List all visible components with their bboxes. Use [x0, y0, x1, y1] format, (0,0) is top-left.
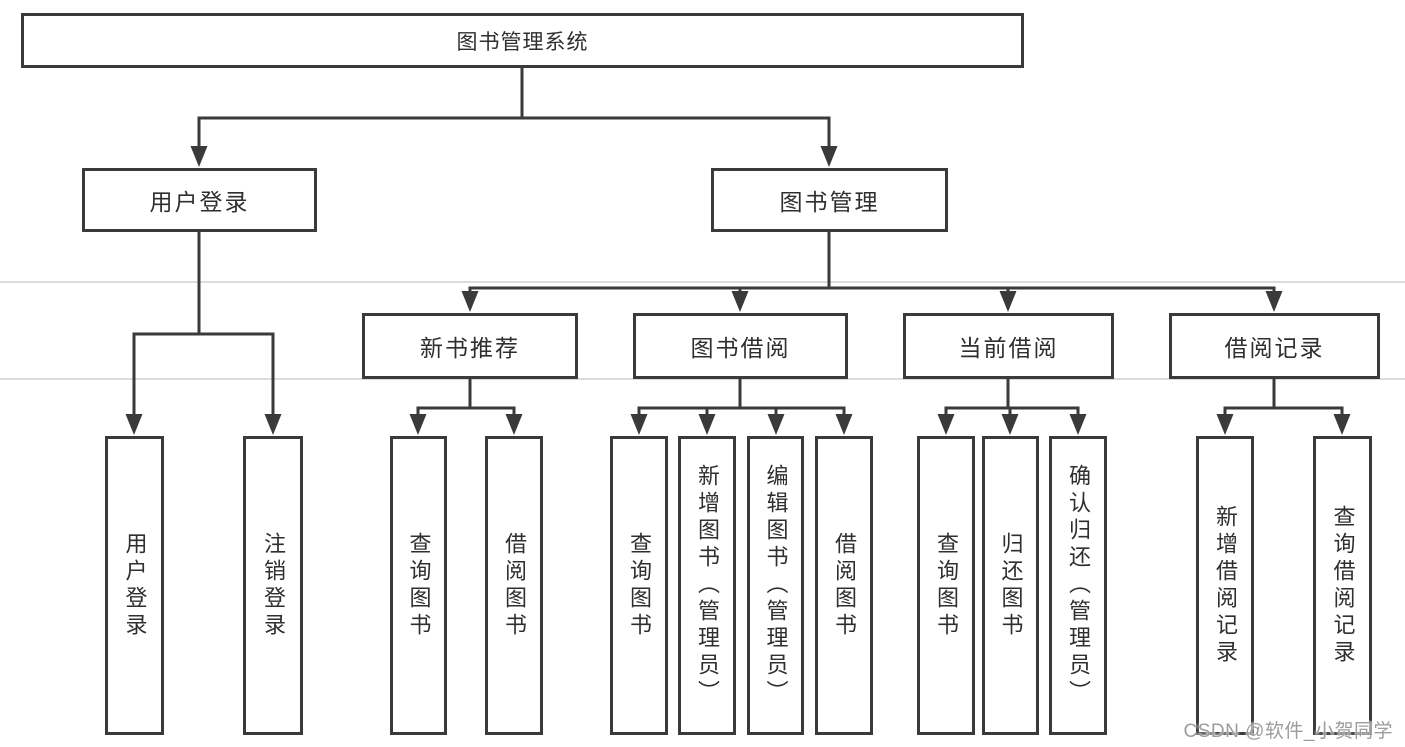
node-book-borrow: 图书借阅	[633, 313, 848, 379]
node-current-borrow-label: 当前借阅	[958, 335, 1059, 361]
branch-root	[190, 66, 838, 167]
node-new-books: 新书推荐	[362, 313, 578, 379]
node-root-label: 图书管理系统	[456, 30, 589, 54]
node-new-books-label: 新书推荐	[420, 335, 520, 361]
faint-guide-lines	[0, 281, 1405, 380]
node-user-login: 用户登录	[82, 168, 317, 232]
node-book-borrow-label: 图书借阅	[690, 335, 791, 361]
node-leaf-confirm-return-admin: 确认归还（管理员）	[1049, 436, 1107, 735]
leaf-label: 查询图书	[406, 531, 432, 640]
node-leaf-query-books-1: 查询图书	[390, 436, 447, 735]
node-leaf-add-books-admin: 新增图书（管理员）	[678, 436, 736, 735]
leaf-label: 编辑图书（管理员）	[763, 464, 789, 707]
leaf-label: 新增借阅记录	[1213, 504, 1238, 667]
node-leaf-add-borrow-record: 新增借阅记录	[1196, 436, 1254, 735]
node-leaf-query-borrow-record: 查询借阅记录	[1313, 436, 1372, 735]
branch-book-borrow	[630, 375, 853, 435]
leaf-label: 新增图书（管理员）	[695, 464, 720, 707]
node-borrow-records: 借阅记录	[1169, 313, 1380, 379]
leaf-label: 查询借阅记录	[1330, 504, 1356, 667]
branch-user-login	[125, 228, 282, 435]
leaf-label: 归还图书	[998, 531, 1024, 640]
branch-borrow-records	[1216, 375, 1351, 435]
leaf-label: 借阅图书	[502, 531, 527, 640]
node-leaf-logout: 注销登录	[243, 436, 303, 735]
node-user-login-label: 用户登录	[149, 189, 250, 215]
branch-new-books	[409, 375, 523, 435]
leaf-label: 查询图书	[934, 531, 959, 640]
leaf-label: 确认归还（管理员）	[1066, 464, 1091, 707]
node-leaf-query-books-3: 查询图书	[917, 436, 975, 735]
node-book-management: 图书管理	[711, 168, 948, 232]
node-leaf-user-login: 用户登录	[105, 436, 164, 735]
branch-current-borrow	[937, 375, 1087, 435]
node-leaf-return-books: 归还图书	[982, 436, 1039, 735]
node-borrow-records-label: 借阅记录	[1224, 335, 1325, 361]
leaf-label: 借阅图书	[832, 531, 857, 640]
node-leaf-query-books-2: 查询图书	[610, 436, 668, 735]
leaf-label: 查询图书	[627, 531, 652, 640]
watermark: CSDN @软件_小贺同学	[1183, 721, 1393, 742]
node-root: 图书管理系统	[21, 13, 1024, 68]
leaf-label: 注销登录	[261, 531, 286, 640]
branch-book-management	[461, 228, 1283, 312]
node-leaf-borrow-books-2: 借阅图书	[815, 436, 873, 735]
node-leaf-borrow-books-1: 借阅图书	[485, 436, 543, 735]
node-current-borrow: 当前借阅	[903, 313, 1114, 379]
leaf-label: 用户登录	[122, 531, 148, 640]
node-leaf-edit-books-admin: 编辑图书（管理员）	[747, 436, 804, 735]
node-book-management-label: 图书管理	[779, 189, 880, 215]
